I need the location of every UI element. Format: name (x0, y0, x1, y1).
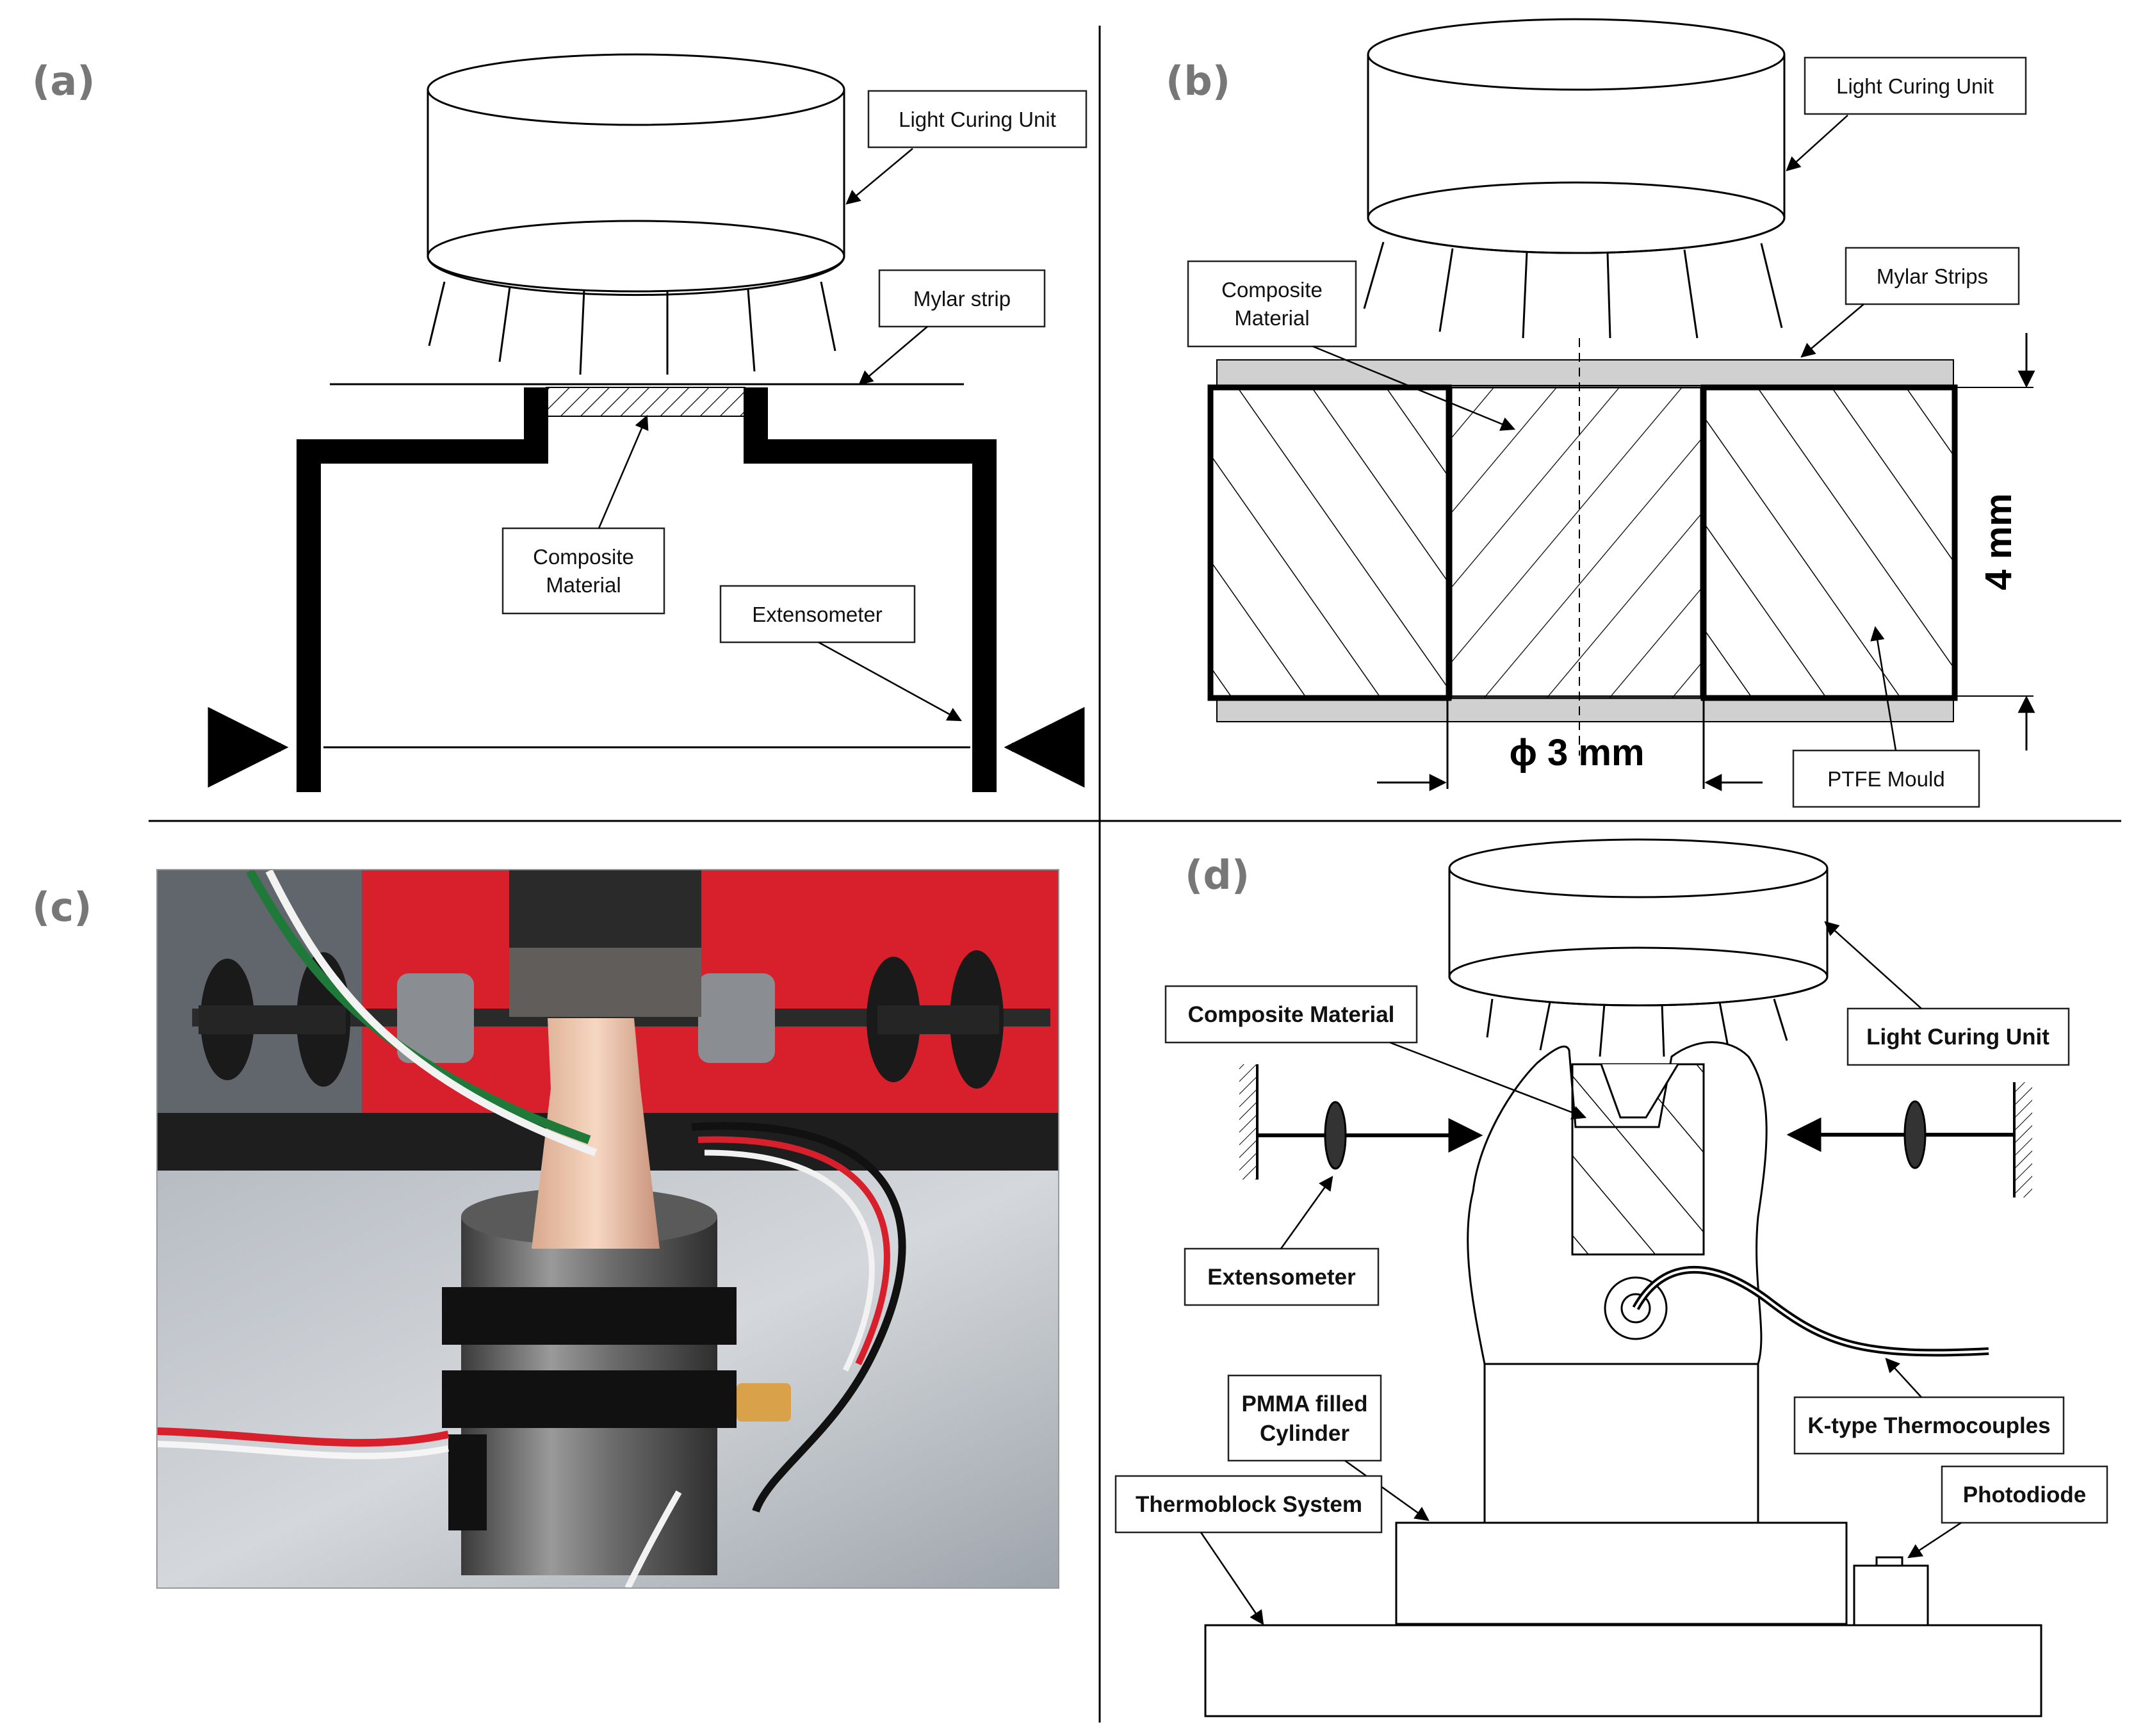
extensometer-right (1786, 1082, 2032, 1197)
diameter-dimension: ϕ 3 mm (1377, 698, 1763, 791)
height-dim-text: 4 mm (1978, 493, 2019, 590)
svg-text:Composite Material: Composite Material (1188, 1002, 1395, 1027)
label-composite-material-d: Composite Material (1164, 985, 1587, 1120)
light-rays-d (1486, 998, 1788, 1057)
ptfe-mould-left (1207, 384, 1452, 701)
composite-sample-photo (532, 1018, 660, 1249)
svg-text:Light Curing Unit: Light Curing Unit (1836, 74, 1994, 98)
panel-label-d: (d) (1185, 852, 1250, 898)
panel-dividers (149, 26, 2121, 1723)
svg-text:Photodiode: Photodiode (1963, 1482, 2086, 1507)
label-composite-material-a: Composite Material (501, 414, 665, 615)
svg-text:K-type Thermocouples: K-type Thermocouples (1807, 1413, 2050, 1438)
svg-text:Material: Material (1234, 306, 1309, 330)
panel-a: Light Curing Unit Mylar strip Composite … (208, 53, 1088, 792)
sensor-orange (737, 1383, 791, 1422)
label-mylar-strips: Mylar Strips (1800, 247, 2020, 358)
svg-text:Extensometer: Extensometer (752, 603, 883, 626)
svg-text:Light Curing Unit: Light Curing Unit (1866, 1025, 2049, 1050)
light-rays-a (428, 281, 836, 375)
light-rays-b (1363, 241, 1783, 339)
label-ptfe-mould: PTFE Mould (1792, 626, 1980, 808)
panel-b: 4 mm ϕ 3 mm Light Curing Unit Composite … (1187, 18, 2035, 808)
thermocouple (1604, 1265, 1989, 1357)
svg-text:Mylar Strips: Mylar Strips (1877, 264, 1988, 288)
light-curing-unit-a (427, 53, 845, 296)
label-photodiode: Photodiode (1907, 1465, 2108, 1559)
svg-text:Mylar strip: Mylar strip (913, 287, 1011, 311)
label-mylar-strip: Mylar strip (858, 269, 1046, 385)
composite-sample-a (546, 387, 746, 417)
label-thermocouples: K-type Thermocouples (1793, 1358, 2065, 1455)
label-pmma-cylinder: PMMA filled Cylinder (1227, 1374, 1430, 1521)
svg-text:PMMA filled: PMMA filled (1241, 1391, 1367, 1416)
panel-label-c: (c) (32, 884, 92, 930)
knob-right (867, 950, 1004, 1089)
extensometer-frame (297, 387, 997, 792)
label-thermoblock: Thermoblock System (1114, 1475, 1383, 1625)
label-composite-material-b: Composite Material (1187, 260, 1516, 431)
extensometer-left (1239, 1064, 1483, 1180)
svg-text:Composite: Composite (533, 545, 634, 569)
height-dimension: 4 mm (1955, 333, 2035, 750)
svg-text:Material: Material (546, 573, 621, 597)
photodiode-sensor (1875, 1556, 1903, 1567)
svg-text:Composite: Composite (1221, 278, 1323, 302)
svg-text:Extensometer: Extensometer (1207, 1265, 1356, 1290)
ptfe-mould-right (1700, 384, 1958, 701)
panel-label-b: (b) (1166, 58, 1230, 104)
light-curing-unit-b (1367, 18, 1786, 254)
composite-sample-b (1450, 386, 1702, 699)
svg-text:PTFE Mould: PTFE Mould (1827, 767, 1944, 791)
svg-text:Cylinder: Cylinder (1260, 1421, 1349, 1446)
pmma-cylinder (1483, 1363, 1759, 1525)
svg-text:Thermoblock System: Thermoblock System (1136, 1492, 1362, 1517)
photodiode-body (1853, 1564, 1929, 1626)
label-extensometer-a: Extensometer (719, 585, 962, 722)
panel-c-photo (156, 869, 1059, 1589)
diameter-dim-text: ϕ 3 mm (1509, 732, 1644, 774)
label-light-curing-unit-d: Light Curing Unit (1824, 921, 2070, 1066)
mylar-strip-top (1216, 359, 1954, 386)
svg-text:Light Curing Unit: Light Curing Unit (899, 108, 1056, 131)
panel-label-a: (a) (32, 58, 95, 104)
panel-d: Composite Material Light Curing Unit Ext… (1114, 838, 2108, 1717)
label-extensometer-d: Extensometer (1184, 1176, 1380, 1306)
label-light-curing-unit-b: Light Curing Unit (1786, 56, 2027, 172)
light-curing-unit-d (1448, 838, 1829, 1007)
thermoblock-base (1204, 1624, 2042, 1717)
label-light-curing-unit-a: Light Curing Unit (845, 90, 1088, 205)
thermoblock-upper (1395, 1521, 1848, 1625)
